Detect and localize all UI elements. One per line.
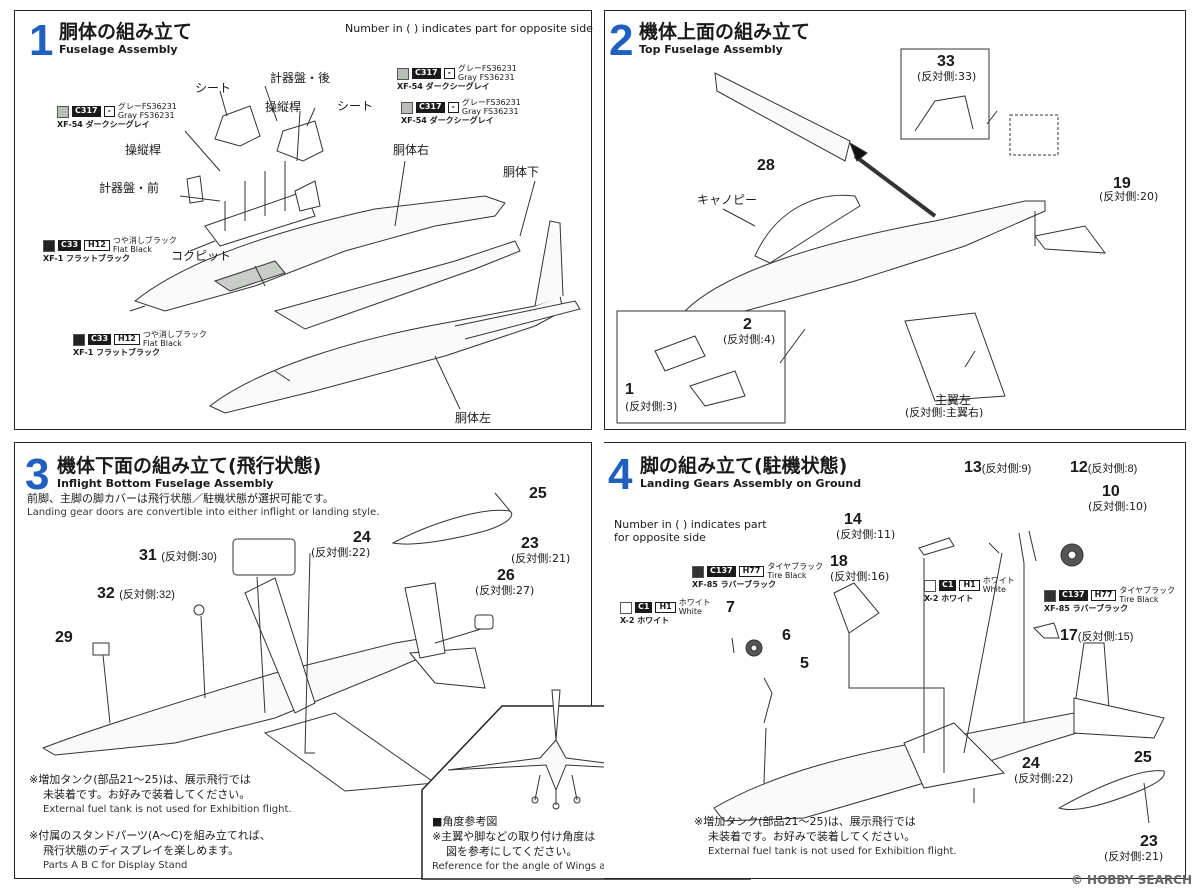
step1-fuselage-drawing: [129, 85, 581, 414]
step2-panel: 2 機体上面の組み立て Top Fuselage Assembly: [604, 10, 1186, 430]
fuselage-right-label: 胴体右: [393, 143, 430, 157]
part-18-label: 18: [830, 553, 848, 570]
part-7-label: 7: [726, 599, 735, 616]
step4-panel: 4 脚の組み立て(駐機状態) Landing Gears Assembly on…: [604, 442, 1186, 879]
cockpit-label: コクピット: [171, 249, 232, 263]
part-10-opp: (反対側:10): [1088, 500, 1148, 513]
paint-swatch: [57, 105, 69, 118]
step2-fuselage-drawing: [616, 48, 1107, 424]
part-25-label: 25: [529, 485, 547, 502]
part-24-opp: (反対側:22): [311, 546, 371, 559]
part-24-opp: (反対側:22): [1014, 772, 1074, 785]
part-26-label: 26: [497, 567, 515, 584]
fuselage-bottom-label: 胴体下: [503, 165, 540, 179]
part-32-label: 32 (反対側:32): [97, 585, 175, 602]
part-13-label: 13(反対側:9): [964, 459, 1032, 476]
part-25-label: 25: [1134, 749, 1152, 766]
part-23-label: 23: [1140, 833, 1158, 850]
step3-underside-drawing: [41, 492, 513, 792]
part-14-opp: (反対側:11): [836, 528, 896, 541]
watermark: © HOBBY SEARCH: [1070, 873, 1192, 887]
paint-swatch: [924, 579, 936, 592]
wing-left-opp: (反対側:主翼右): [905, 406, 984, 419]
paint-swatch: [692, 565, 704, 578]
part-31-label: 31 (反対側:30): [139, 547, 217, 564]
panel-rear-label: 計器盤・後: [270, 71, 331, 85]
paint-swatch: [1044, 589, 1056, 602]
fuselage-left-label: 胴体左: [455, 411, 492, 425]
part-23-label: 23: [521, 535, 539, 552]
stick-label-b: 操縦桿: [265, 100, 302, 114]
paint-swatch: [43, 239, 55, 252]
step2-title-en: Top Fuselage Assembly: [639, 43, 783, 56]
wing-left-label: 主翼左: [935, 393, 972, 407]
step1-title-en: Fuselage Assembly: [59, 43, 178, 56]
part-18-opp: (反対側:16): [830, 570, 890, 583]
part-24-label: 24: [1022, 755, 1040, 772]
paint-swatch: [401, 101, 413, 114]
part-5-label: 5: [800, 655, 809, 672]
step1-title-jp: 胴体の組み立て: [59, 21, 193, 43]
step3-title-jp: 機体下面の組み立て(飛行状態): [57, 455, 322, 477]
step4-gear-drawing: [713, 530, 1165, 824]
part-12-label: 12(反対側:8): [1070, 459, 1138, 476]
seat-label-b: シート: [337, 99, 374, 113]
step4-title-en: Landing Gears Assembly on Ground: [640, 477, 862, 490]
part-19-label: 19: [1113, 175, 1131, 192]
part-28-label: 28: [757, 157, 775, 174]
part-2-opp: (反対側:4): [723, 333, 776, 346]
paint-swatch: [73, 333, 85, 346]
step3-sub-jp: 前脚、主脚の脚カバーは飛行状態／駐機状態が選択可能です。: [27, 492, 334, 505]
step1-panel: 1 胴体の組み立て Fuselage Assembly Number in ( …: [14, 10, 593, 430]
step4-title-jp: 脚の組み立て(駐機状態): [640, 455, 848, 477]
part-19-opp: (反対側:20): [1099, 190, 1159, 203]
part-6-label: 6: [782, 627, 791, 644]
seat-label-a: シート: [195, 81, 232, 95]
step4-opp-note-1: Number in ( ) indicates part: [614, 518, 767, 531]
stick-label-a: 操縦桿: [125, 143, 162, 157]
step4-number: 4: [608, 450, 633, 499]
part-29-label: 29: [55, 629, 73, 646]
step1-opp-note: Number in ( ) indicates part for opposit…: [345, 22, 593, 35]
step3-title-en: Inflight Bottom Fuselage Assembly: [57, 477, 274, 490]
step3-number: 3: [25, 450, 50, 499]
step2-number: 2: [609, 16, 634, 65]
tank-note: ※増加タンク(部品21～25)は、展示飛行では 未装着です。お好みで装着してくだ…: [694, 815, 957, 857]
paint-swatch: [620, 601, 632, 614]
tank-note: ※増加タンク(部品21～25)は、展示飛行では 未装着です。お好みで装着してくだ…: [29, 773, 292, 815]
part-1-opp: (反対側:3): [625, 400, 678, 413]
part-24-label: 24: [353, 529, 371, 546]
part-23-opp: (反対側:21): [511, 552, 571, 565]
paint-swatch: [397, 67, 409, 80]
part-1-label: 1: [625, 381, 634, 398]
part-23-opp: (反対側:21): [1104, 850, 1164, 863]
part-10-label: 10: [1102, 483, 1120, 500]
step2-title-jp: 機体上面の組み立て: [639, 21, 811, 43]
step4-opp-note-2: for opposite side: [614, 531, 706, 544]
part-2-label: 2: [743, 316, 752, 333]
part-14-label: 14: [844, 511, 862, 528]
part-17-label: 17(反対側:15): [1060, 627, 1134, 644]
part-33-opp: (反対側:33): [917, 70, 977, 83]
canopy-label: キャノピー: [697, 193, 758, 207]
part-26-opp: (反対側:27): [475, 584, 535, 597]
step3-sub-en: Landing gear doors are convertible into …: [27, 507, 380, 518]
reference-note: ■角度参考図 ※主翼や脚などの取り付け角度は 図を参考にしてください。 Refe…: [432, 815, 654, 872]
step3-panel: 3 機体下面の組み立て(飛行状態) Inflight Bottom Fusela…: [14, 442, 592, 879]
step1-number: 1: [29, 16, 54, 65]
stand-note: ※付属のスタンドパーツ(A～C)を組み立てれば、 飛行状態のディスプレイを楽しめ…: [29, 829, 271, 871]
panel-front-label: 計器盤・前: [99, 181, 160, 195]
part-33-label: 33: [937, 53, 955, 70]
